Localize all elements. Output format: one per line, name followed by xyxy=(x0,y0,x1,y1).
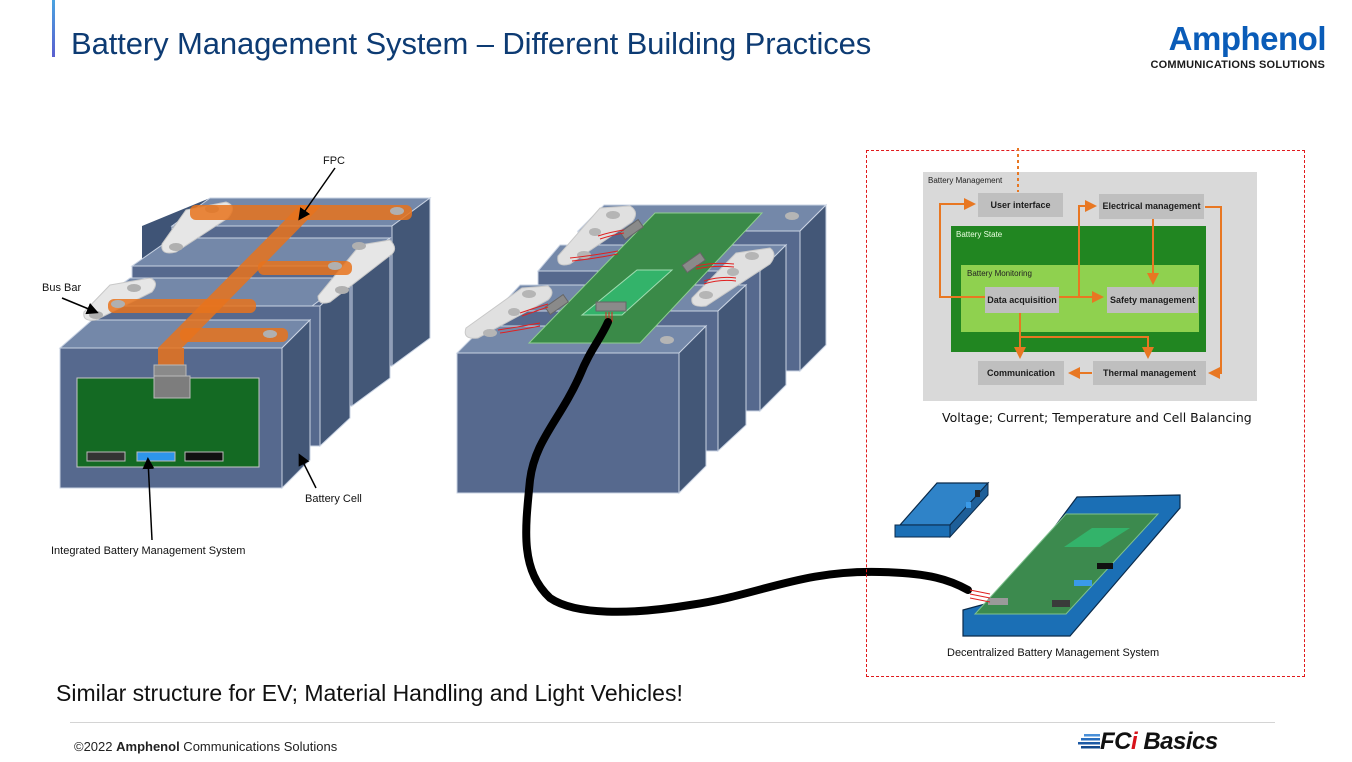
box-thermal-management: Thermal management xyxy=(1093,361,1206,385)
battery-monitoring-label: Battery Monitoring xyxy=(967,269,1032,278)
label-bus-bar: Bus Bar xyxy=(42,282,82,294)
battery-management-label: Battery Management xyxy=(928,176,1003,185)
box-communication: Communication xyxy=(978,361,1064,385)
fci-i: i xyxy=(1131,728,1138,755)
fci-main: FC xyxy=(1100,728,1132,755)
title-accent-bar xyxy=(52,0,55,57)
box-safety-management: Safety management xyxy=(1107,287,1198,313)
decentralized-bms-board xyxy=(894,481,1181,637)
footer-divider xyxy=(70,722,1275,723)
box-electrical-management: Electrical management xyxy=(1099,194,1204,219)
label-integrated-bms: Integrated Battery Management System xyxy=(51,545,246,557)
decentralized-bms-frame xyxy=(866,150,1305,677)
box-user-interface: User interface xyxy=(978,193,1063,217)
copyright: ©2022 Amphenol Communications Solutions xyxy=(74,739,337,754)
amphenol-logo: Amphenol COMMUNICATIONS SOLUTIONS xyxy=(1141,20,1331,72)
fci-suffix: Basics xyxy=(1137,728,1218,755)
page-title: Battery Management System – Different Bu… xyxy=(71,26,872,61)
copyright-suffix: Communications Solutions xyxy=(179,739,338,754)
copyright-prefix: ©2022 xyxy=(74,739,117,754)
logo-subtitle: COMMUNICATIONS SOLUTIONS xyxy=(1150,59,1325,71)
fci-basics-logo: FCi Basics xyxy=(1078,728,1218,756)
bms-caption: Voltage; Current; Temperature and Cell B… xyxy=(942,410,1252,425)
decentralized-battery-pack xyxy=(455,203,972,616)
label-fpc: FPC xyxy=(323,155,345,167)
tagline: Similar structure for EV; Material Handl… xyxy=(56,680,683,706)
fci-stripes-icon xyxy=(1078,734,1100,749)
battery-state-label: Battery State xyxy=(956,230,1003,239)
integrated-battery-pack xyxy=(58,167,432,541)
logo-name: Amphenol xyxy=(1168,20,1327,57)
label-battery-cell: Battery Cell xyxy=(305,493,362,505)
box-data-acquisition: Data acquisition xyxy=(985,287,1059,313)
copyright-brand: Amphenol xyxy=(116,739,180,754)
label-decentralized-bms: Decentralized Battery Management System xyxy=(947,647,1160,659)
